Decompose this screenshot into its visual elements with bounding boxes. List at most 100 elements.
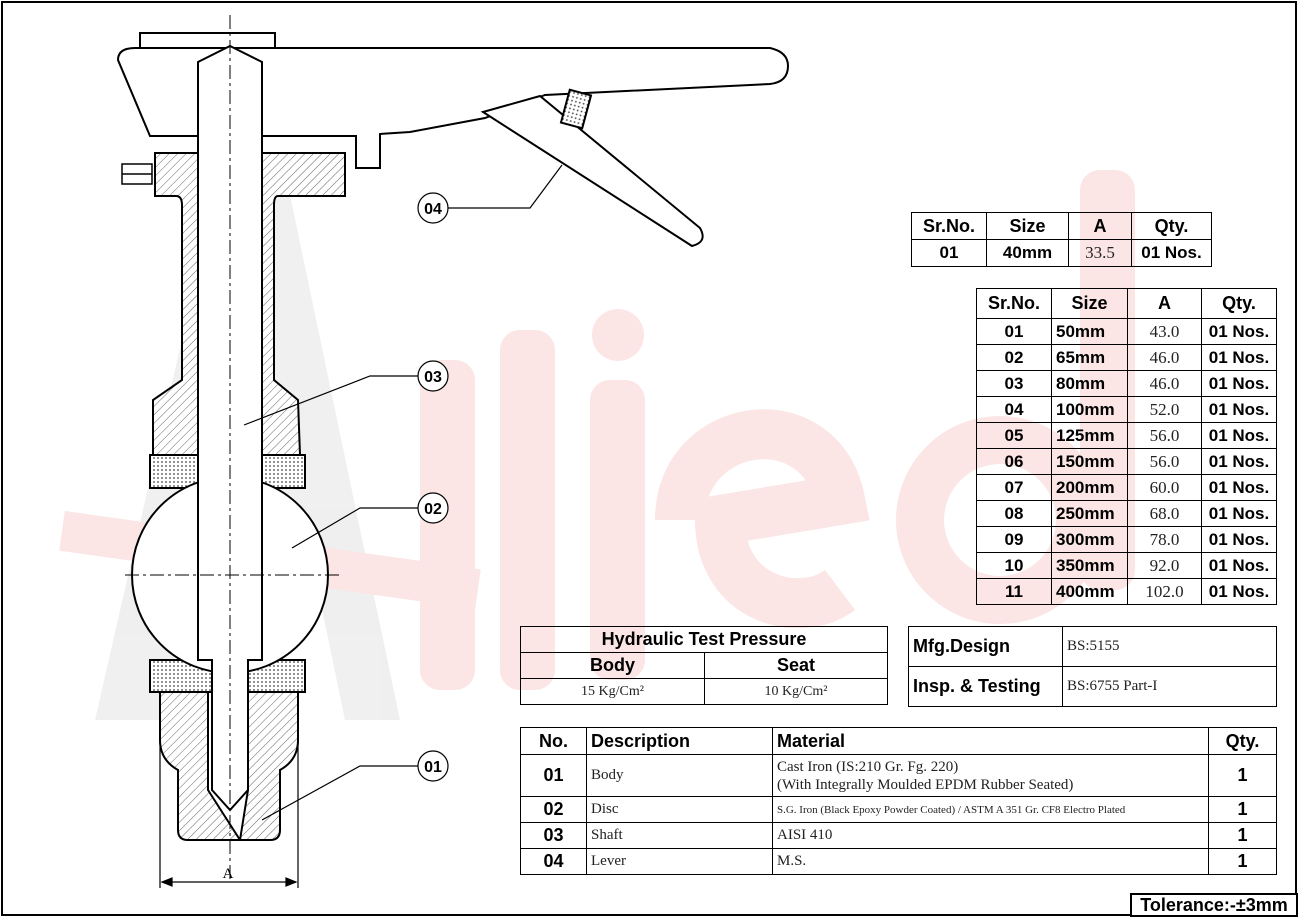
pressure-seat-value: 10 Kg/Cm²	[704, 678, 888, 705]
part-no: 03	[520, 822, 587, 849]
col-srno: Sr.No.	[911, 212, 987, 240]
part-material: Cast Iron (IS:210 Gr. Fg. 220)(With Inte…	[772, 754, 1209, 797]
col-no: No.	[520, 727, 587, 755]
cell-srno: 01	[976, 318, 1052, 345]
cell-srno: 08	[976, 500, 1052, 527]
part-desc: Disc	[586, 796, 773, 823]
cell-a: 102.0	[1127, 578, 1202, 605]
cell-srno: 09	[976, 526, 1052, 553]
cell-size: 125mm	[1051, 422, 1128, 449]
svg-text:03: 03	[424, 369, 442, 386]
insp-testing-label: Insp. & Testing	[908, 666, 1063, 707]
cell-size: 350mm	[1051, 552, 1128, 579]
mfg-design-value: BS:5155	[1062, 626, 1277, 667]
cell-size: 65mm	[1051, 344, 1128, 371]
col-a: A	[1127, 288, 1202, 319]
cell-size: 80mm	[1051, 370, 1128, 397]
cell-size: 200mm	[1051, 474, 1128, 501]
part-no: 04	[520, 848, 587, 875]
cell-size: 150mm	[1051, 448, 1128, 475]
part-qty: 1	[1208, 754, 1277, 797]
part-desc: Lever	[586, 848, 773, 875]
cell-srno: 10	[976, 552, 1052, 579]
col-srno: Sr.No.	[976, 288, 1052, 319]
cell-size: 100mm	[1051, 396, 1128, 423]
cell-srno: 02	[976, 344, 1052, 371]
cell-a: 46.0	[1127, 370, 1202, 397]
pressure-seat-header: Seat	[704, 652, 888, 679]
mfg-design-label: Mfg.Design	[908, 626, 1063, 667]
col-qty: Qty.	[1131, 212, 1212, 240]
cell-a: 78.0	[1127, 526, 1202, 553]
part-qty: 1	[1208, 848, 1277, 875]
cell-qty: 01 Nos.	[1201, 526, 1277, 553]
cell-qty: 01 Nos.	[1201, 370, 1277, 397]
col-material: Material	[772, 727, 1209, 755]
cell-qty: 01 Nos.	[1131, 239, 1212, 267]
col-a: A	[1068, 212, 1132, 240]
cell-qty: 01 Nos.	[1201, 448, 1277, 475]
cell-qty: 01 Nos.	[1201, 396, 1277, 423]
cell-a: 52.0	[1127, 396, 1202, 423]
part-material: S.G. Iron (Black Epoxy Powder Coated) / …	[772, 796, 1209, 823]
cell-a: 33.5	[1068, 239, 1132, 267]
cell-size: 400mm	[1051, 578, 1128, 605]
svg-text:02: 02	[424, 501, 442, 518]
balloon-03: 03	[417, 360, 449, 392]
balloon-02: 02	[417, 492, 449, 524]
part-no: 02	[520, 796, 587, 823]
cell-srno: 05	[976, 422, 1052, 449]
cell-a: 68.0	[1127, 500, 1202, 527]
table-row: 03 Shaft AISI 410 1	[520, 822, 1277, 849]
cell-qty: 01 Nos.	[1201, 578, 1277, 605]
col-size: Size	[1051, 288, 1128, 319]
cell-qty: 01 Nos.	[1201, 318, 1277, 345]
cell-qty: 01 Nos.	[1201, 474, 1277, 501]
cell-a: 56.0	[1127, 422, 1202, 449]
cell-srno: 06	[976, 448, 1052, 475]
part-material: M.S.	[772, 848, 1209, 875]
dimension-a-label: A	[223, 866, 234, 882]
cell-size: 40mm	[986, 239, 1069, 267]
pressure-title: Hydraulic Test Pressure	[520, 626, 888, 653]
cell-a: 56.0	[1127, 448, 1202, 475]
cell-size: 250mm	[1051, 500, 1128, 527]
cell-a: 43.0	[1127, 318, 1202, 345]
tolerance-note: Tolerance:-±3mm	[1130, 893, 1298, 917]
cell-qty: 01 Nos.	[1201, 422, 1277, 449]
cell-size: 50mm	[1051, 318, 1128, 345]
part-qty: 1	[1208, 822, 1277, 849]
col-qty: Qty.	[1201, 288, 1277, 319]
table-row: 02 Disc S.G. Iron (Black Epoxy Powder Co…	[520, 796, 1277, 823]
col-qty: Qty.	[1208, 727, 1277, 755]
part-no: 01	[520, 754, 587, 797]
svg-text:04: 04	[424, 201, 442, 218]
cell-qty: 01 Nos.	[1201, 500, 1277, 527]
cell-srno: 04	[976, 396, 1052, 423]
hydraulic-test-pressure-table: Hydraulic Test Pressure Body Seat 15 Kg/…	[520, 626, 888, 705]
svg-text:01: 01	[424, 759, 442, 776]
part-qty: 1	[1208, 796, 1277, 823]
cell-a: 92.0	[1127, 552, 1202, 579]
standards-table: Mfg.Design BS:5155 Insp. & Testing BS:67…	[908, 626, 1277, 707]
cell-qty: 01 Nos.	[1201, 552, 1277, 579]
lever-part	[116, 32, 790, 248]
cell-qty: 01 Nos.	[1201, 344, 1277, 371]
balloon-04: 04	[417, 192, 449, 224]
part-material: AISI 410	[772, 822, 1209, 849]
small-size-table: Sr.No. Size A Qty. 01 40mm 33.5 01 Nos.	[911, 212, 1212, 267]
cell-a: 46.0	[1127, 344, 1202, 371]
col-size: Size	[986, 212, 1069, 240]
